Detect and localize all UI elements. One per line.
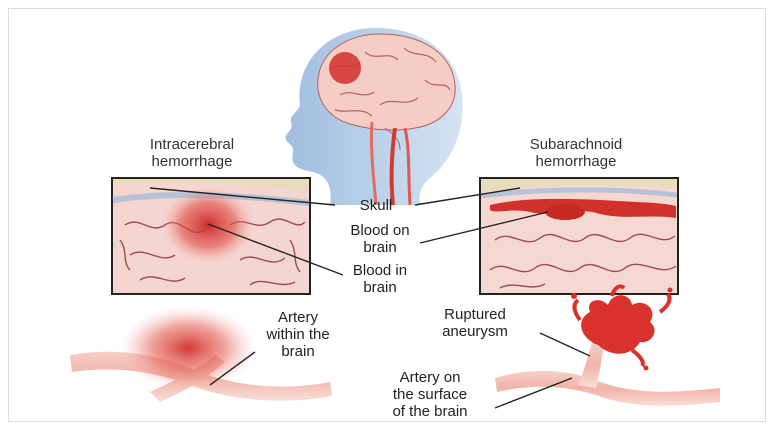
title-intracerebral: Intracerebral hemorrhage [112,136,272,170]
title-subarachnoid: Subarachnoid hemorrhage [496,136,656,170]
label-artery-surface: Artery on the surface of the brain [360,369,500,420]
label-skull: Skull [336,197,416,214]
label-artery-within: Artery within the brain [248,309,348,360]
label-blood-in-brain: Blood in brain [335,262,425,296]
label-blood-on-brain: Blood on brain [335,222,425,256]
panel-subarachnoid [480,178,678,294]
leader-ruptured-aneurysm [540,333,590,356]
panel-intracerebral [112,178,310,294]
label-ruptured-aneurysm: Ruptured aneurysm [420,306,530,340]
aneurysm-illustration [495,286,720,405]
